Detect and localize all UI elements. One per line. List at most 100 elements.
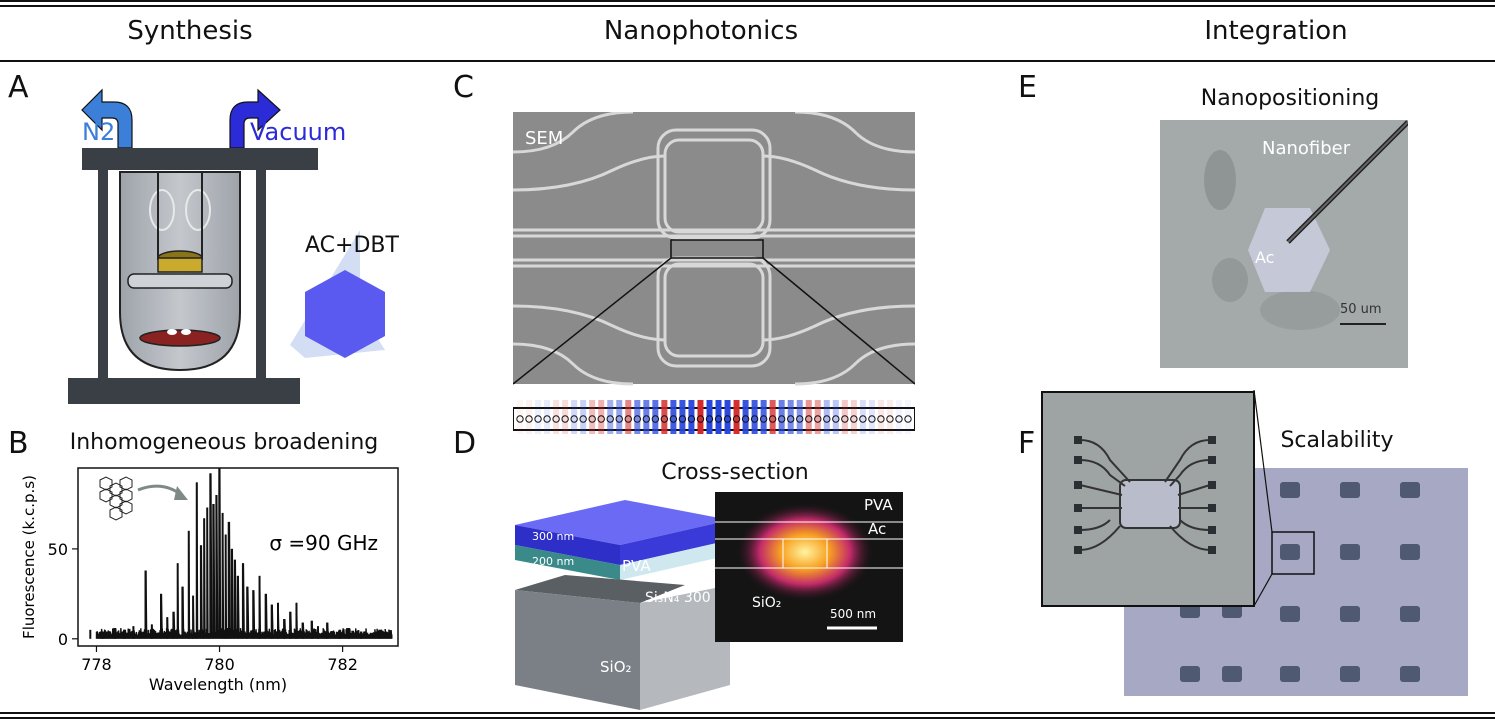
layer-200-label: 200 nm <box>532 555 575 568</box>
mode-field-band <box>850 400 857 434</box>
n2-label: N2 <box>82 118 116 146</box>
chip-device <box>1222 666 1242 682</box>
nanofiber-label: Nanofiber <box>1262 138 1351 159</box>
molecule-ring <box>119 488 133 503</box>
chip-device <box>1340 666 1360 682</box>
mode-profile <box>715 492 903 642</box>
chip-device <box>1400 606 1420 622</box>
sigma-annotation: σ =90 GHz <box>269 531 378 555</box>
x-tick-label: 782 <box>327 655 358 674</box>
ac-crystal-label: Ac <box>1255 248 1275 267</box>
cavity-hole <box>642 415 651 423</box>
chip-device <box>1340 482 1360 498</box>
sem-label: SEM <box>525 128 564 149</box>
cavity-hole <box>841 415 849 423</box>
cavity-hole <box>516 415 524 423</box>
cavity-hole <box>543 415 551 423</box>
mode-field-band <box>526 400 533 434</box>
cavity-hole <box>561 415 569 423</box>
mode-field-band <box>652 400 659 434</box>
mode-field-band <box>607 400 614 434</box>
mode-field-band <box>616 400 623 434</box>
cavity-hole <box>651 415 660 423</box>
dbt-molecule-icon <box>99 476 133 521</box>
x-tick-label: 780 <box>204 655 235 674</box>
mode-field-band <box>706 400 713 434</box>
cavity-hole <box>534 415 542 423</box>
cavity-hole <box>741 415 750 423</box>
cavity-hole <box>687 415 696 423</box>
mode-field-band <box>895 400 902 434</box>
layer-stack <box>515 500 730 710</box>
sem-image <box>513 112 915 434</box>
cavity-hole <box>588 415 596 423</box>
chip-device <box>1400 482 1420 498</box>
mode-field-band <box>553 400 560 434</box>
mode-field-band <box>670 400 677 434</box>
cavity-hole <box>615 415 623 423</box>
panel-label-e: E <box>1018 70 1037 105</box>
cavity-hole <box>777 415 786 423</box>
section-integration: Integration <box>1204 16 1348 46</box>
sio2-mode-label: SiO₂ <box>752 595 782 611</box>
cavity-hole <box>805 415 813 423</box>
cavity-hole <box>877 415 885 423</box>
cavity-hole <box>714 415 723 423</box>
cavity-hole <box>723 415 732 423</box>
cavity-hole <box>823 415 831 423</box>
x-axis-label: Wavelength (nm) <box>149 675 287 694</box>
cavity-hole <box>759 415 768 423</box>
mode-field-band <box>625 400 632 434</box>
cavity-hole <box>859 415 867 423</box>
pva-layer-label: PVA <box>622 557 651 575</box>
chip-device <box>1180 666 1200 682</box>
cavity-hole <box>678 415 687 423</box>
cavity-hole <box>552 415 560 423</box>
mode-field-band <box>634 400 641 434</box>
ac-mode-label: Ac <box>868 520 887 538</box>
pva-mode-label: PVA <box>864 496 893 514</box>
mode-field-band <box>598 400 605 434</box>
layer-300-label: 300 nm <box>532 530 575 543</box>
mode-field-band <box>886 400 893 434</box>
mode-field-band <box>733 400 740 434</box>
crystal-label: AC+DBT <box>305 233 399 258</box>
mode-field-band <box>814 400 821 434</box>
cavity-hole <box>633 415 642 423</box>
cavity-hole <box>750 415 759 423</box>
mode-field-band <box>715 400 722 434</box>
mode-field-band <box>859 400 866 434</box>
chip-device <box>1280 482 1300 498</box>
cavity-hole <box>705 415 714 423</box>
synthesis-apparatus <box>68 88 385 404</box>
mode-field-band <box>571 400 578 434</box>
chip-device <box>1400 544 1420 560</box>
mode-field-band <box>787 400 794 434</box>
mode-field-band <box>760 400 767 434</box>
cavity-hole <box>660 415 669 423</box>
cavity-hole <box>597 415 605 423</box>
mode-field-band <box>905 400 911 434</box>
cavity-hole <box>886 415 894 423</box>
chip-device <box>1340 544 1360 560</box>
mode-field-band <box>868 400 875 434</box>
chip-device <box>1280 544 1300 560</box>
mode-field-band <box>589 400 596 434</box>
chart-title: Inhomogeneous broadening <box>69 430 379 455</box>
chip-array <box>1041 390 1468 696</box>
plot-frame <box>77 467 399 647</box>
mode-field-band <box>778 400 785 434</box>
section-nanophotonics: Nanophotonics <box>603 16 799 46</box>
scalebar-500nm-label: 500 nm <box>830 607 877 621</box>
chip-device <box>1280 666 1300 682</box>
mode-field-band <box>643 400 650 434</box>
y-tick-label: 50 <box>48 540 68 559</box>
cavity-hole <box>669 415 678 423</box>
cavity-hole <box>696 415 705 423</box>
cavity-hole <box>868 415 876 423</box>
mode-field-band <box>724 400 731 434</box>
molecule-arrow-head <box>174 486 188 500</box>
mode-field-band <box>580 400 587 434</box>
mode-field-band <box>832 400 839 434</box>
mode-field-band <box>535 400 542 434</box>
